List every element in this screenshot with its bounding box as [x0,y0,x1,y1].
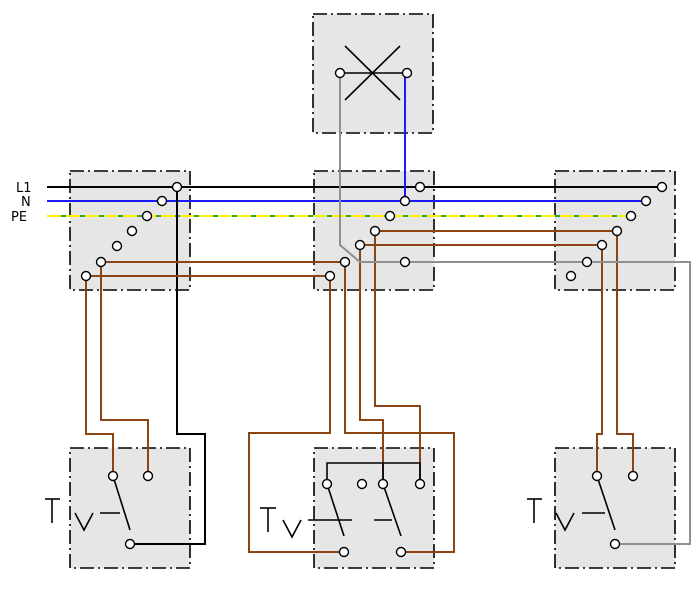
l1-to-switch-left-wire [130,187,206,545]
n-conductor [47,73,646,202]
label-pe: PE [11,210,27,225]
terminals [80,67,668,558]
lamp-x-icon [340,45,407,101]
traveller-wires [85,230,634,553]
label-l1: L1 [16,181,32,196]
switch-box-center [313,447,435,569]
label-n: N [21,195,31,210]
switch-left-symbol [45,475,131,532]
switch-right-symbol [527,475,616,532]
lamp-switched-wire [339,73,691,545]
switch-box-right [554,447,676,569]
switch-center-symbol [260,462,421,539]
switch-box-left [69,447,191,569]
